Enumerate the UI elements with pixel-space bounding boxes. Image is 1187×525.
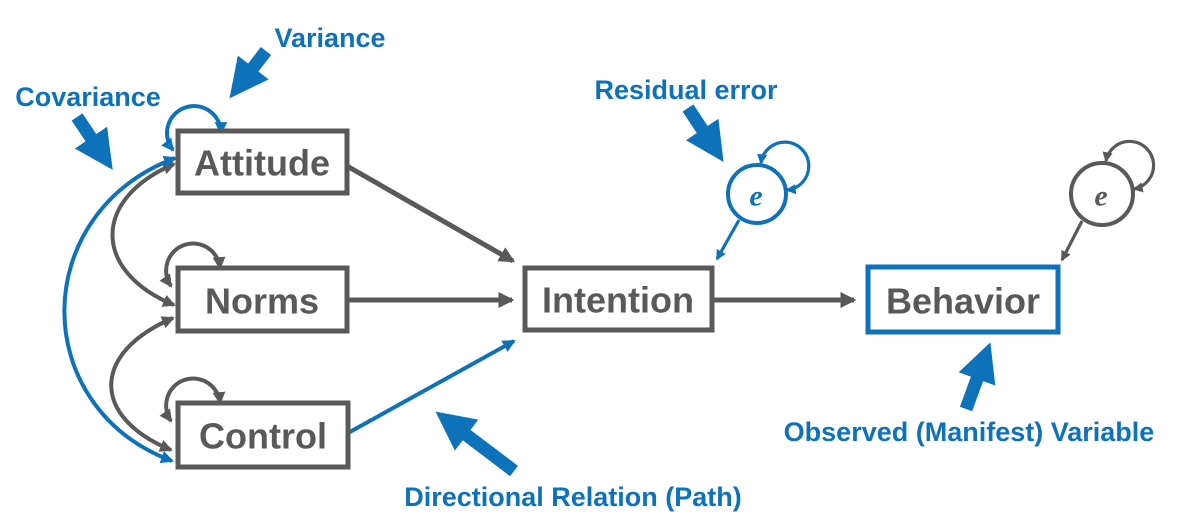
error-label-behavior: e: [1094, 180, 1107, 213]
node-control: [175, 400, 351, 470]
node-attitude-label: Attitude: [194, 143, 330, 184]
covariance-arc-norms-control: [109, 316, 175, 452]
error-label-intention: e: [749, 180, 762, 213]
node-norms: [175, 265, 350, 334]
path-attitude-to-intention: [345, 163, 516, 264]
variance-loop-control: [159, 376, 226, 423]
covariance-arc-attitude-control: [62, 155, 177, 464]
covariance-arc-attitude-norms: [110, 162, 176, 307]
observed-variable-pointer-arrow: [958, 342, 996, 412]
residual-arrow-to-intention: [715, 219, 741, 261]
directional-relation-pointer-arrow: [435, 411, 518, 477]
observed-variable-annotation-label: Observed (Manifest) Variable: [784, 417, 1155, 447]
path-control-to-intention: [347, 339, 516, 435]
directional-relation-annotation-label: Directional Relation (Path): [404, 482, 742, 512]
variance-loop-norms: [159, 241, 226, 288]
residual-error-pointer-arrow: [682, 104, 724, 163]
variance-loop-attitude: [161, 104, 228, 152]
node-behavior: [865, 264, 1061, 335]
node-behavior-label: Behavior: [886, 281, 1040, 322]
node-control-label: Control: [199, 416, 327, 457]
variance-loop-behavior-error: [1102, 139, 1156, 193]
node-norms-label: Norms: [205, 281, 319, 322]
node-intention: [522, 265, 715, 333]
covariance-annotation-label: Covariance: [15, 82, 161, 112]
node-attitude: [175, 128, 350, 196]
covariance-pointer-arrow: [71, 113, 113, 170]
variance-pointer-arrow: [229, 47, 272, 99]
node-intention-label: Intention: [542, 280, 694, 321]
residual-arrow-to-behavior: [1060, 220, 1084, 262]
residual-error-annotation-label: Residual error: [594, 75, 778, 105]
variance-annotation-label: Variance: [274, 23, 385, 53]
variance-loop-intention-error: [757, 140, 811, 195]
